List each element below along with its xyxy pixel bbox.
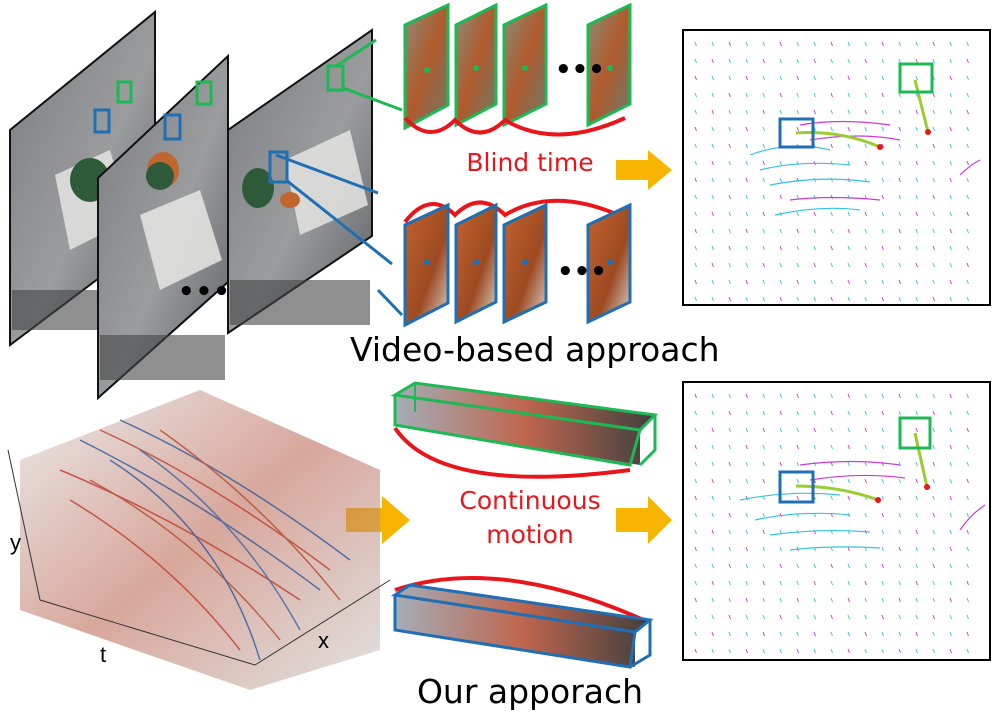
blind-time-arcs-top (403, 116, 626, 137)
arrow-right-icon (616, 150, 672, 190)
continuous-motion-label-line1: Continuous (459, 486, 601, 515)
continuous-motion-arc-top (393, 426, 631, 479)
green-box (898, 416, 932, 450)
green-patch-1 (403, 2, 450, 131)
track-blue (795, 131, 881, 149)
volume-green (390, 381, 659, 467)
zoom-lines-green (335, 38, 403, 112)
axis-x-label: x (318, 628, 329, 653)
volume-blue (390, 583, 654, 669)
flow-vector-grid (694, 41, 969, 302)
green-patch-ellipsis: ••• (555, 55, 605, 85)
video-frame-stack (9, 9, 404, 401)
blue-patch-1 (403, 202, 450, 328)
our-approach-label: Our apporach (416, 672, 644, 711)
blue-patch-ellipsis: ••• (557, 257, 607, 287)
blind-time-arcs-bottom (403, 198, 626, 224)
axes-3d (7, 449, 391, 666)
blue-box (778, 470, 815, 504)
blind-time-label: Blind time (466, 148, 594, 177)
zoom-lines-blue (275, 153, 404, 317)
flow-panel-video (682, 29, 991, 306)
continuous-motion-label-line2: motion (486, 520, 574, 549)
flow-trajectories (739, 460, 986, 551)
video-based-approach-label: Video-based approach (350, 330, 720, 369)
green-patch-row (403, 2, 632, 131)
event-cloud-plot (7, 390, 391, 690)
track-blue (795, 484, 879, 502)
arrow-right-icon (616, 496, 672, 544)
green-patch-4 (586, 2, 632, 128)
green-box (898, 62, 934, 94)
track-green (913, 432, 929, 488)
blue-box (778, 117, 815, 149)
axis-y-label: y (10, 530, 21, 555)
frames-ellipsis: ••• (178, 277, 231, 307)
video-frame-3 (227, 28, 373, 335)
blue-patch-row (403, 202, 632, 328)
axis-t-label: t (100, 642, 107, 667)
track-green (913, 79, 930, 133)
flow-panel-ours (682, 381, 991, 661)
continuous-motion-arc-bottom (394, 576, 649, 624)
video-frame-2 (97, 53, 229, 401)
